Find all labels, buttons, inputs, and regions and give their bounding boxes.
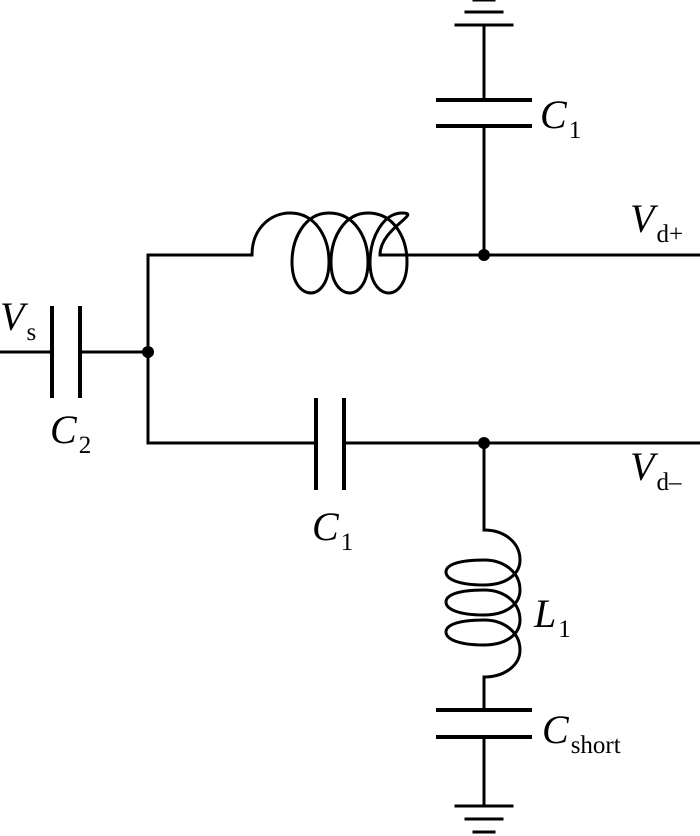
inductor-l1 <box>444 441 522 712</box>
label-l1: L1 <box>533 591 571 643</box>
label-vs: Vs <box>0 294 36 346</box>
junction-node-top <box>478 249 490 261</box>
capacitor-c1-bottom <box>146 398 700 490</box>
label-c1-bottom: C1 <box>312 504 353 556</box>
capacitor-c2 <box>0 306 150 398</box>
capacitor-c1-top <box>436 98 532 257</box>
label-vd-minus: Vd– <box>630 444 682 496</box>
inductor-top <box>146 211 410 295</box>
ground-top-symbol <box>454 0 514 102</box>
label-vd-plus: Vd+ <box>630 196 683 248</box>
label-c2: C2 <box>50 407 91 459</box>
label-cshort: Cshort <box>542 707 621 759</box>
capacitor-cshort <box>436 708 532 808</box>
ground-bottom-symbol <box>454 804 514 834</box>
label-c1-top: C1 <box>540 92 581 144</box>
